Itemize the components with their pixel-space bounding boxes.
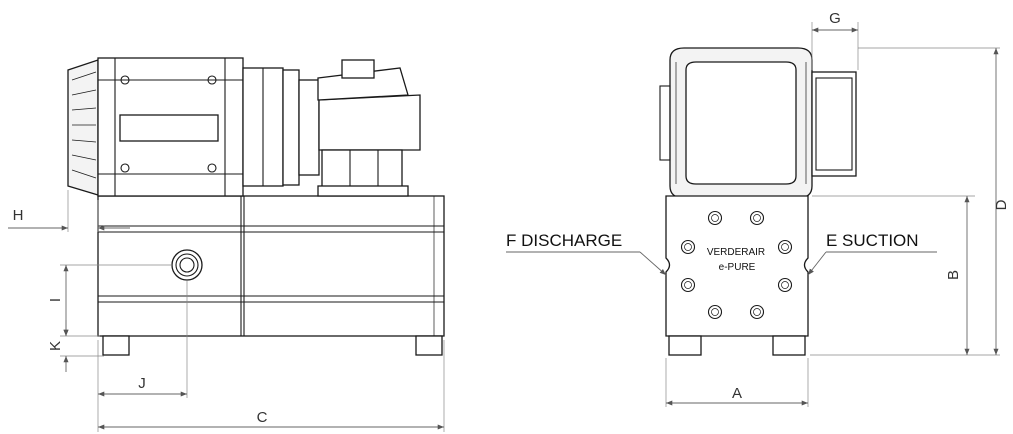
callout-discharge: F DISCHARGE [506, 231, 667, 276]
dimension-g: G [812, 10, 858, 33]
pump-body-side [97, 195, 445, 337]
side-view [67, 57, 445, 356]
dimension-a: A [666, 385, 808, 406]
label-b: B [945, 270, 962, 280]
callout-suction: E SUCTION [807, 231, 937, 276]
port-fitting-side [171, 249, 203, 281]
brand-name: VERDERAIR [707, 247, 765, 258]
dimension-k: K [47, 320, 69, 372]
label-k: K [47, 341, 64, 351]
extension-lines [60, 22, 1000, 432]
gearbox-side [282, 59, 421, 197]
pump-body-front [665, 195, 809, 337]
foot-left [102, 335, 130, 356]
dimension-d: D [993, 48, 1010, 355]
dimension-j: J [98, 375, 187, 397]
foot-right [415, 335, 443, 356]
front-view: VERDERAIR e-PURE [659, 47, 857, 356]
label-j: J [138, 375, 146, 392]
motor-front [659, 47, 813, 199]
bolt-pattern [680, 210, 793, 320]
dimension-h: H [8, 207, 130, 231]
dimension-c: C [98, 409, 444, 430]
dimension-b: B [945, 196, 970, 355]
motor-side [67, 57, 284, 197]
label-h: H [13, 207, 24, 224]
foot-front-left [668, 335, 702, 356]
brand-model: e-PURE [719, 262, 756, 273]
label-i: I [47, 298, 64, 302]
label-a: A [732, 385, 742, 402]
label-discharge: F DISCHARGE [506, 231, 622, 250]
foot-front-right [772, 335, 806, 356]
dimension-i: I [47, 265, 69, 336]
label-g: G [829, 10, 841, 27]
label-c: C [257, 409, 268, 426]
label-d: D [993, 199, 1010, 210]
terminal-box-front [811, 71, 857, 177]
label-suction: E SUCTION [826, 231, 919, 250]
